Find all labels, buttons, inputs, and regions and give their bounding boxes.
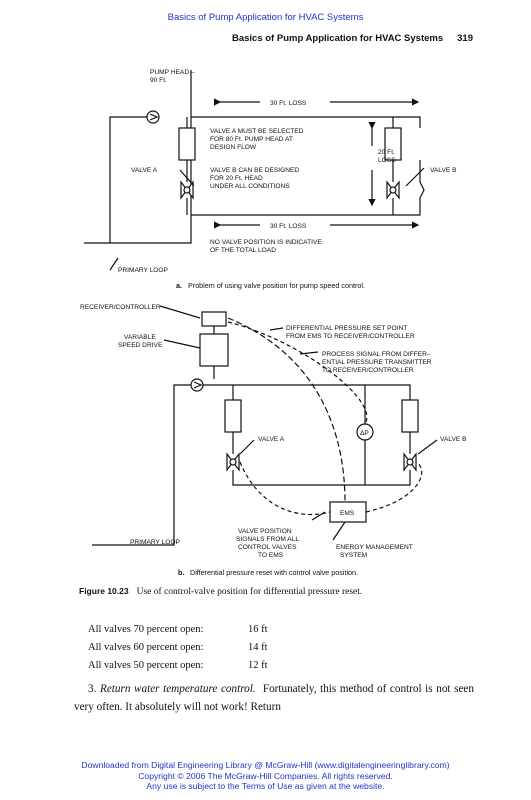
valve-list: All valves 70 percent open: 16 ft All va…: [88, 621, 268, 675]
valve-list-value: 14 ft: [248, 642, 268, 653]
note-a-2: FOR 80 Ft. PUMP HEAD AT: [210, 136, 293, 143]
paragraph-heading: Return water temperature control.: [99, 683, 256, 695]
primary-loop-label-a: PRIMARY LOOP: [118, 267, 169, 274]
figure-10-23: PUMP HEAD – 90 Ft. 30 Ft. LOSS 30 Ft. LO…: [80, 69, 467, 577]
valve-b-label: VALVE B: [430, 167, 457, 174]
ems-box-label: EMS: [340, 510, 355, 517]
pump-head-label-1: PUMP HEAD –: [150, 69, 195, 76]
process-signal-1: PROCESS SIGNAL FROM DIFFER–: [322, 351, 431, 358]
process-signal-3: TO RECEIVER/CONTROLLER: [322, 367, 414, 374]
dp-setpoint-2: FROM EMS TO RECEIVER/CONTROLLER: [286, 333, 415, 340]
note-b-3: UNDER ALL CONDITIONS: [210, 183, 290, 190]
footer-download-link[interactable]: Downloaded from Digital Engineering Libr…: [81, 760, 450, 770]
footer: Downloaded from Digital Engineering Libr…: [0, 760, 531, 792]
vsd-label-1: VARIABLE: [124, 334, 156, 341]
note-position-2: OF THE TOTAL LOAD: [210, 247, 276, 254]
footer-copyright: Copyright © 2006 The McGraw-Hill Compani…: [138, 770, 393, 781]
figure-a-letter: a.: [176, 281, 182, 290]
pump-head-label-2: 90 Ft.: [150, 77, 167, 84]
valve-a-label: VALVE A: [131, 167, 158, 174]
primary-loop-label-b: PRIMARY LOOP: [130, 539, 181, 546]
page-number: 319: [457, 33, 473, 44]
dp-setpoint-1: DIFFERENTIAL PRESSURE SET POINT: [286, 325, 407, 332]
loss-right-label-2: LOSS: [378, 157, 396, 164]
figure-b-letter: b.: [178, 568, 184, 577]
footer-terms[interactable]: Any use is subject to the Terms of Use a…: [146, 781, 385, 791]
paragraph-number: 3.: [88, 683, 97, 695]
valve-list-value: 16 ft: [248, 624, 268, 635]
figure-caption-text: Use of control-valve position for differ…: [136, 587, 363, 597]
energy-management-1: ENERGY MANAGEMENT: [336, 544, 413, 551]
figure-caption-label: Figure 10.23: [79, 586, 129, 596]
dp-transmitter-symbol: ΔP: [360, 430, 369, 437]
valve-list-value: 12 ft: [248, 660, 268, 671]
vsd-label-2: SPEED DRIVE: [118, 342, 163, 349]
note-b-1: VALVE B CAN BE DESIGNED: [210, 167, 299, 174]
valve-position-1: VALVE POSITION: [238, 528, 292, 535]
figure-a-caption: Problem of using valve position for pump…: [188, 281, 365, 290]
valve-position-2: SIGNALS FROM ALL: [236, 536, 299, 543]
note-a-1: VALVE A MUST BE SELECTED: [210, 128, 304, 135]
energy-management-2: SYSTEM: [340, 552, 367, 559]
top-link[interactable]: Basics of Pump Application for HVAC Syst…: [167, 12, 364, 23]
paragraph-body: Fortunately, this method of control is n…: [74, 683, 474, 713]
note-position-1: NO VALVE POSITION IS INDICATIVE: [210, 239, 322, 246]
note-a-3: DESIGN FLOW: [210, 144, 257, 151]
valve-list-label: All valves 50 percent open:: [88, 660, 204, 671]
figure-caption: Figure 10.23 Use of control-valve positio…: [79, 586, 499, 597]
valve-position-3: CONTROL VALVES: [238, 544, 297, 551]
loss-bottom-label: 30 Ft. LOSS: [270, 223, 307, 230]
valve-position-4: TO EMS: [258, 552, 284, 559]
valve-b-label-b: VALVE B: [440, 436, 467, 443]
valve-list-label: All valves 60 percent open:: [88, 642, 204, 653]
note-b-2: FOR 20 Ft. HEAD: [210, 175, 263, 182]
running-title: Basics of Pump Application for HVAC Syst…: [231, 33, 444, 44]
loss-top-label: 30 Ft. LOSS: [270, 100, 307, 107]
process-signal-2: ENTIAL PRESSURE TRANSMITTER: [322, 359, 432, 366]
valve-list-row: All valves 70 percent open: 16 ft: [88, 621, 268, 639]
running-head: Basics of Pump Application for HVAC Syst…: [232, 33, 473, 44]
valve-list-row: All valves 60 percent open: 14 ft: [88, 639, 268, 657]
valve-list-row: All valves 50 percent open: 12 ft: [88, 657, 268, 675]
loss-right-label-1: 20 Ft.: [378, 149, 395, 156]
valve-a-label-b: VALVE A: [258, 436, 285, 443]
body-paragraph: 3. Return water temperature control. For…: [74, 680, 474, 716]
figure-b-caption: Differential pressure reset with control…: [190, 568, 358, 577]
receiver-controller-label: RECEIVER/CONTROLLER: [80, 304, 161, 311]
valve-list-label: All valves 70 percent open:: [88, 624, 204, 635]
